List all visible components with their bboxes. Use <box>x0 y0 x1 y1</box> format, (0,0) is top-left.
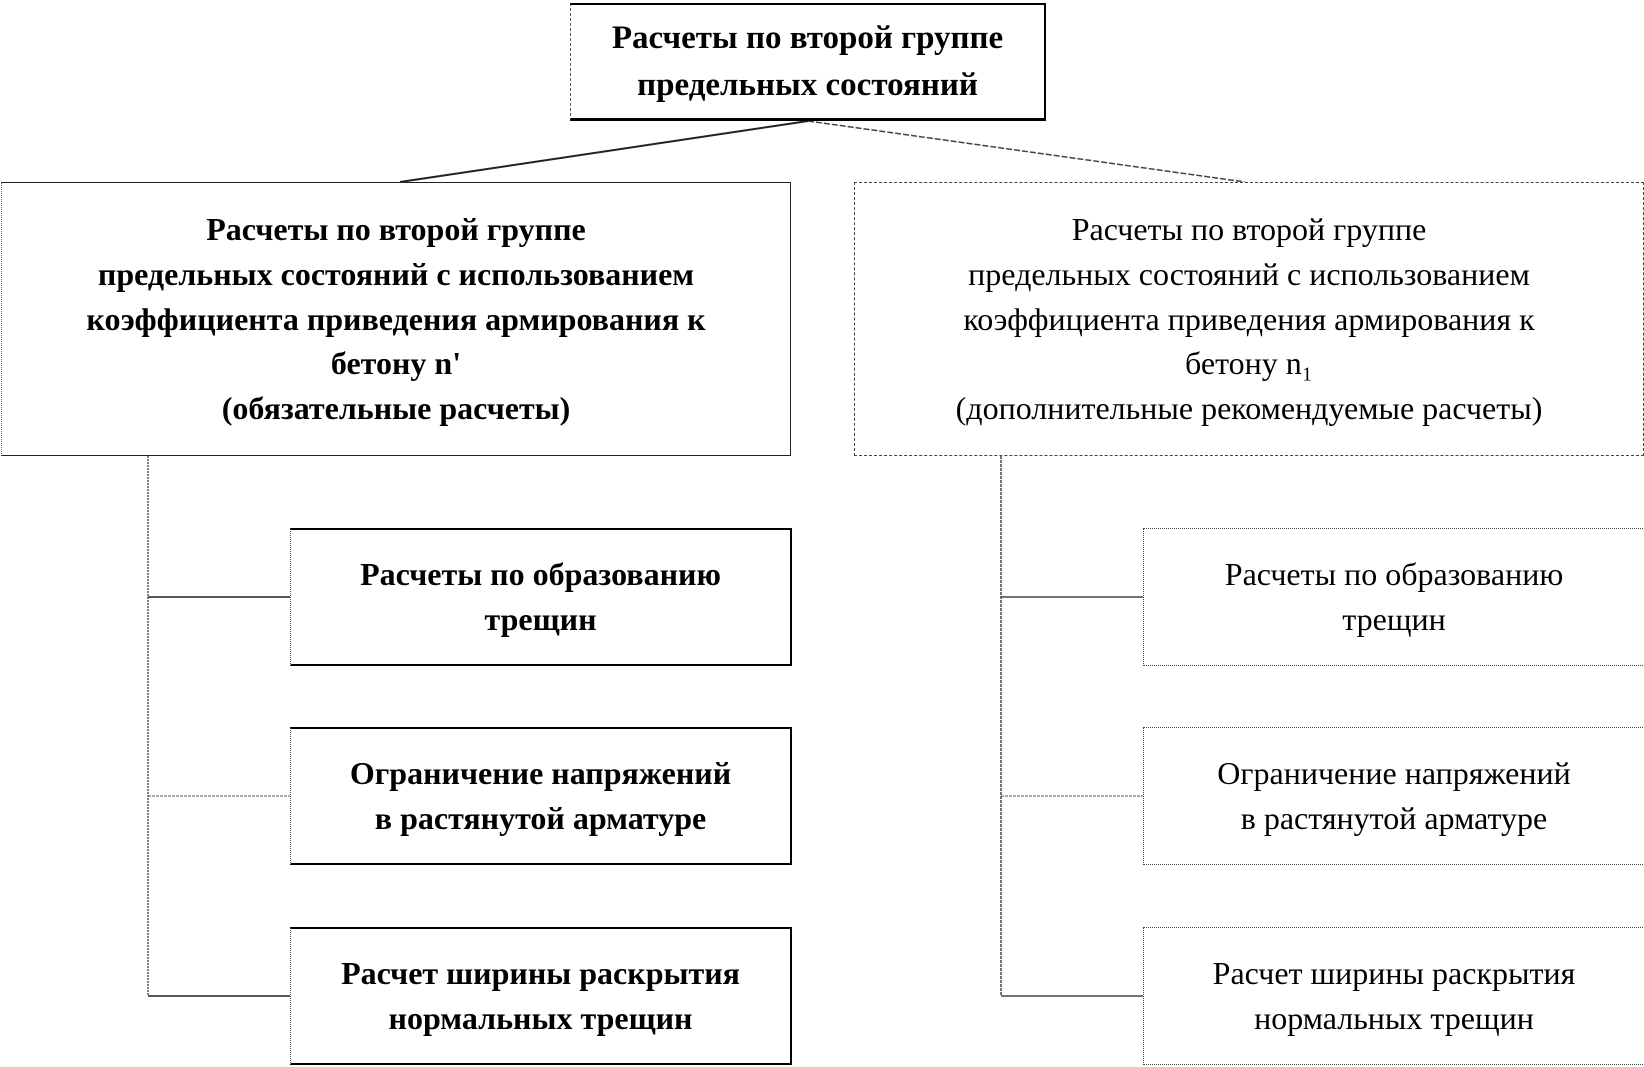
right-tree-lines <box>1000 456 1143 997</box>
branch-left-node: Расчеты по второй группе предельных сост… <box>1 182 791 456</box>
connector-root-right <box>807 120 1246 183</box>
right-child-stress-limit: Ограничение напряжений в растянутой арма… <box>1143 727 1644 865</box>
right-child-1-text: Расчеты по образованию трещин <box>1224 556 1564 637</box>
right-child-3-text: Расчет ширины раскрытия нормальных трещи… <box>1212 955 1576 1036</box>
branch-right-text: Расчеты по второй группе предельных сост… <box>955 211 1543 427</box>
branch-left-text: Расчеты по второй группе предельных сост… <box>86 211 706 427</box>
branch-right-node: Расчеты по второй группе предельных сост… <box>854 182 1644 456</box>
left-child-crack-formation: Расчеты по образованию трещин <box>290 528 792 666</box>
left-child-stress-limit: Ограничение напряжений в растянутой арма… <box>290 727 792 865</box>
root-node: Расчеты по второй группе предельных сост… <box>570 3 1046 121</box>
right-child-crack-width: Расчет ширины раскрытия нормальных трещи… <box>1143 927 1644 1065</box>
connector-root-left <box>399 120 809 183</box>
left-tree-lines <box>147 456 290 997</box>
root-node-text: Расчеты по второй группе предельных сост… <box>611 20 1004 103</box>
left-child-3-text: Расчет ширины раскрытия нормальных трещи… <box>341 955 740 1036</box>
left-child-2-text: Ограничение напряжений в растянутой арма… <box>349 755 732 836</box>
right-child-crack-formation: Расчеты по образованию трещин <box>1143 528 1644 666</box>
left-child-crack-width: Расчет ширины раскрытия нормальных трещи… <box>290 927 792 1065</box>
left-child-1-text: Расчеты по образованию трещин <box>360 556 721 637</box>
right-child-2-text: Ограничение напряжений в растянутой арма… <box>1217 755 1571 836</box>
